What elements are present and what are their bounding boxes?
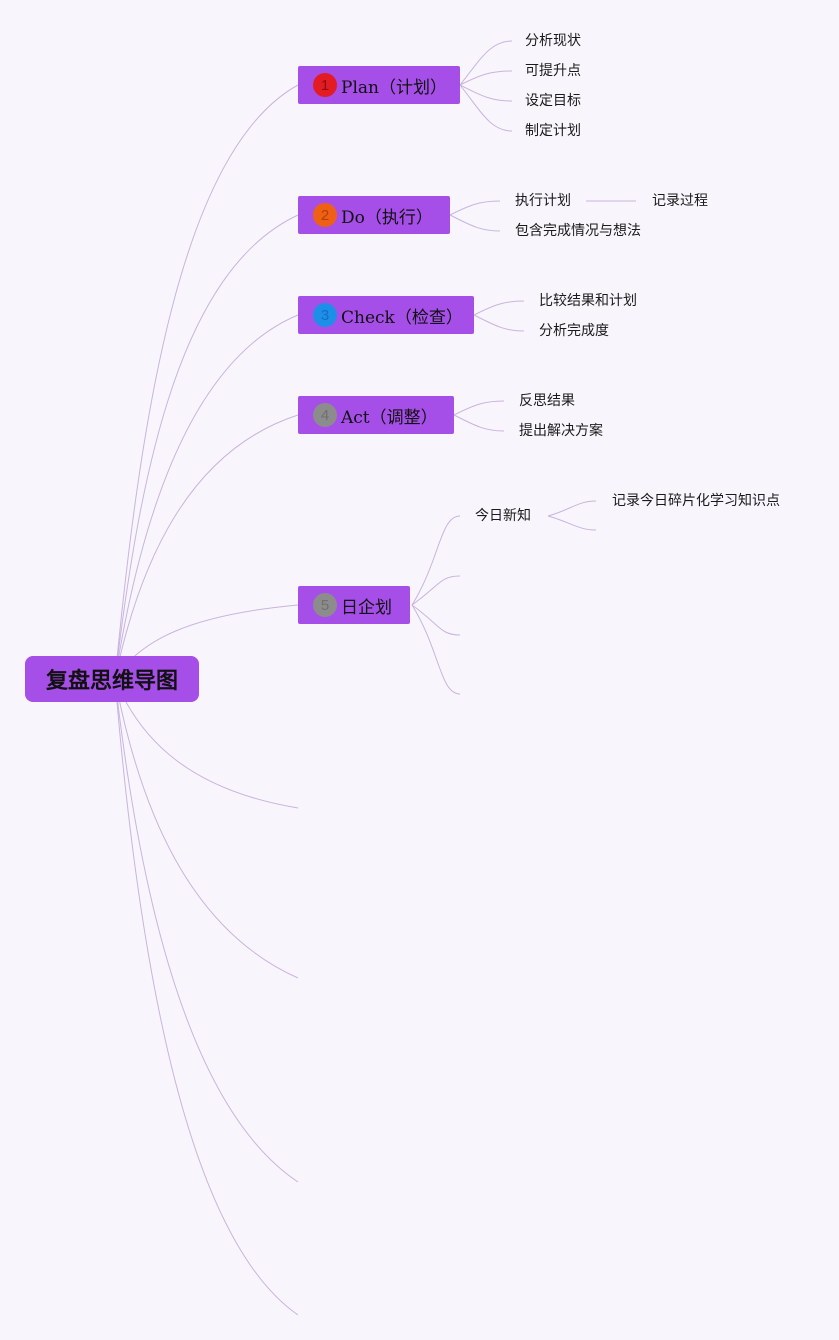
link-plan-2 — [459, 70, 513, 86]
link-plan-3 — [459, 84, 513, 102]
leaf-act-2[interactable]: 提出解决方案 — [519, 423, 603, 439]
root-label: 复盘思维导图 — [45, 669, 178, 694]
link-act-1 — [453, 400, 505, 416]
link-root-act — [114, 414, 299, 680]
link-do-1 — [449, 200, 501, 216]
link-do-2 — [449, 214, 501, 232]
leaf-daily-plan-grandchild[interactable]: 记录今日碎片化学习知识点 — [612, 493, 780, 509]
leaf-do-2[interactable]: 包含完成情况与想法 — [515, 223, 641, 239]
leaf-act-1[interactable]: 反思结果 — [519, 393, 575, 409]
number-badge-2-icon: 2 — [313, 203, 337, 227]
link-p5-4 — [411, 604, 461, 695]
number-badge-1-icon: 1 — [313, 73, 337, 97]
leaf-plan-4[interactable]: 制定计划 — [525, 123, 581, 139]
link-news-1 — [547, 500, 597, 517]
branch-plan[interactable]: 1 Plan（计划） — [298, 66, 460, 104]
link-news-2 — [547, 515, 597, 531]
link-root-empty-4 — [114, 678, 299, 1316]
link-root-check — [114, 314, 299, 680]
root-node[interactable]: 复盘思维导图 — [25, 656, 199, 702]
link-check-2 — [473, 314, 525, 332]
branch-daily-plan[interactable]: 5 日企划 — [298, 586, 410, 624]
branch-daily-plan-label: 日企划 — [341, 597, 392, 618]
leaf-do-1[interactable]: 执行计划 — [515, 193, 571, 209]
number-badge-4-icon: 4 — [313, 403, 337, 427]
leaf-plan-2[interactable]: 可提升点 — [525, 63, 581, 79]
branch-check-label: Check（检查） — [341, 307, 463, 328]
leaf-daily-plan-1[interactable]: 今日新知 — [475, 508, 531, 524]
leaf-check-2[interactable]: 分析完成度 — [539, 323, 609, 339]
branch-do[interactable]: 2 Do（执行） — [298, 196, 450, 234]
branch-check[interactable]: 3 Check（检查） — [298, 296, 474, 334]
link-p5-3 — [411, 604, 461, 636]
leaf-do-grandchild[interactable]: 记录过程 — [652, 193, 708, 209]
link-root-plan — [114, 84, 299, 680]
leaf-plan-3[interactable]: 设定目标 — [525, 93, 581, 109]
branch-do-label: Do（执行） — [341, 207, 433, 228]
link-plan-1 — [459, 40, 513, 86]
branch-plan-label: Plan（计划） — [341, 77, 447, 98]
leaf-check-1[interactable]: 比较结果和计划 — [539, 293, 637, 309]
link-act-2 — [453, 414, 505, 432]
link-root-empty-2 — [114, 678, 299, 979]
link-plan-4 — [459, 84, 513, 132]
leaf-plan-1[interactable]: 分析现状 — [525, 33, 581, 49]
branch-act-label: Act（调整） — [341, 407, 438, 428]
link-root-empty-3 — [114, 678, 299, 1183]
link-p5-2 — [411, 575, 461, 606]
number-badge-3-icon: 3 — [313, 303, 337, 327]
branch-act[interactable]: 4 Act（调整） — [298, 396, 454, 434]
link-root-do — [114, 214, 299, 680]
link-p5-1 — [411, 515, 461, 606]
number-badge-5-icon: 5 — [313, 593, 337, 617]
link-check-1 — [473, 300, 525, 316]
